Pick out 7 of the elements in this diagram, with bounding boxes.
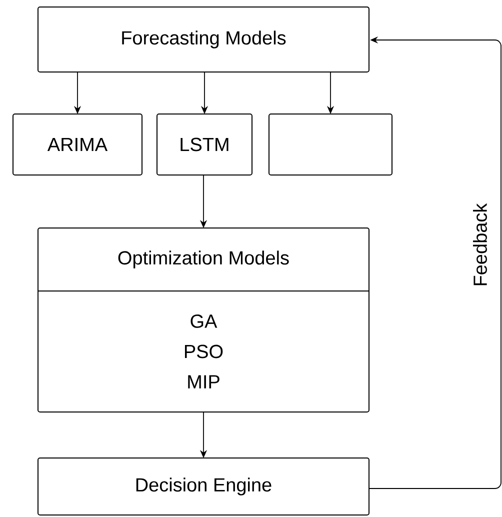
process-box: Forecasting Models — [38, 6, 370, 72]
process-box: Decision Engine — [38, 458, 370, 516]
split-box: Optimization Models GA PSO MIP — [38, 228, 370, 412]
process-box: LSTM — [156, 114, 252, 176]
process-box: ARIMA — [12, 114, 142, 176]
empty-box — [268, 114, 392, 176]
edge-label: Feedback — [473, 203, 487, 286]
